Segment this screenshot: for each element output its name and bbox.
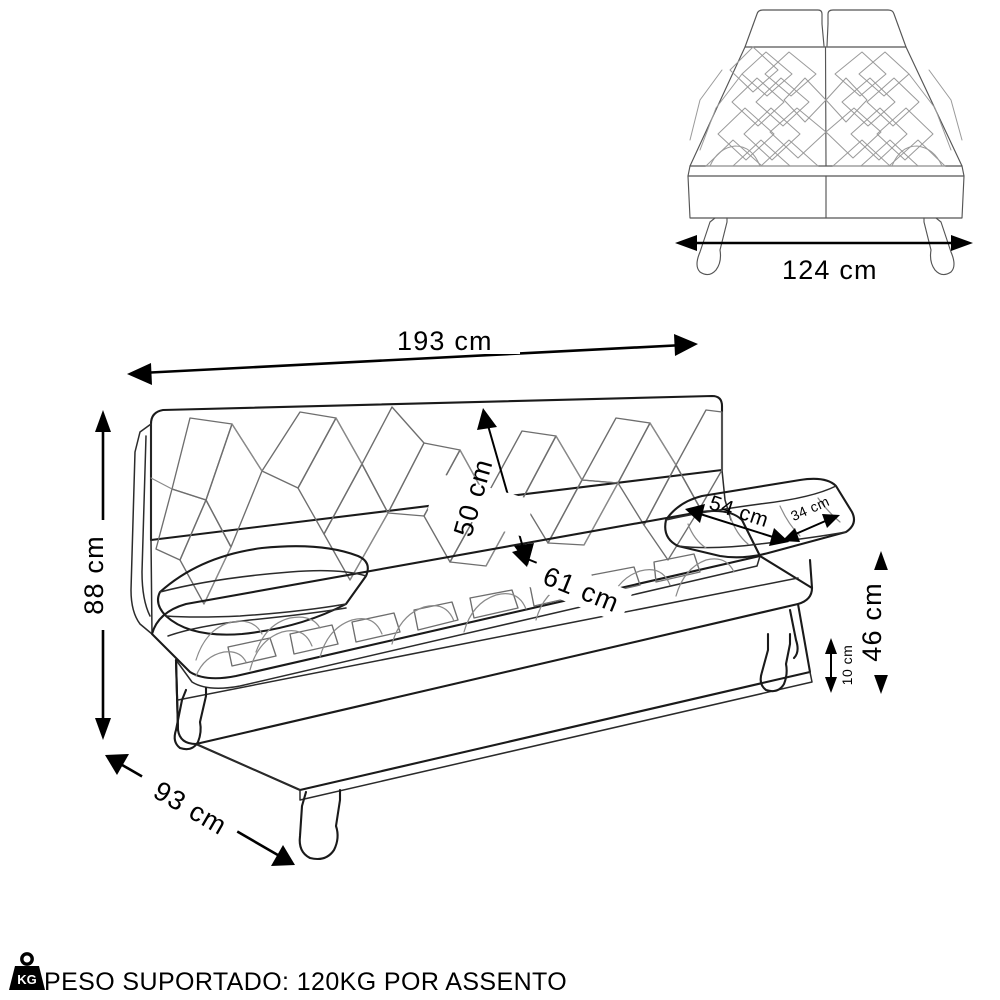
bed-quilt-right bbox=[825, 51, 963, 167]
backrest-quilt-secondary bbox=[150, 417, 677, 605]
dimension-backrest-height: 50 cm bbox=[427, 408, 535, 565]
dimension-pillow-width: 54 cm bbox=[685, 491, 789, 546]
dimension-label-46: 46 cm bbox=[857, 582, 887, 662]
dimension-sofa-depth: 93 cm bbox=[105, 749, 295, 875]
bed-drawing bbox=[687, 9, 965, 276]
kg-icon-text: KG bbox=[17, 972, 37, 987]
dimension-label-10: 10 cm bbox=[839, 645, 855, 686]
dimension-sofa-height: 88 cm bbox=[79, 410, 120, 740]
weight-capacity-note: PESO SUPORTADO: 120KG POR ASSENTO bbox=[44, 968, 568, 996]
dimension-seat-depth: 61 cm bbox=[512, 546, 633, 624]
dimension-label-193: 193 cm bbox=[397, 326, 493, 356]
dimension-leg-height: 10 cm bbox=[825, 638, 855, 693]
dimension-sofa-width: 193 cm bbox=[127, 322, 698, 385]
kg-weight-icon: KG bbox=[9, 952, 45, 990]
dimension-label-61: 61 cm bbox=[539, 561, 624, 619]
dimension-label-124: 124 cm bbox=[782, 255, 878, 285]
sofa-drawing bbox=[130, 394, 856, 861]
bed-quilt-left bbox=[689, 46, 827, 167]
dimension-bed-width: 124 cm bbox=[675, 235, 973, 285]
dimension-seat-height: 46 cm bbox=[857, 551, 898, 694]
left-seat-detail bbox=[195, 616, 321, 677]
seat-quilt-pattern bbox=[227, 553, 701, 667]
dimension-label-88: 88 cm bbox=[79, 535, 109, 615]
